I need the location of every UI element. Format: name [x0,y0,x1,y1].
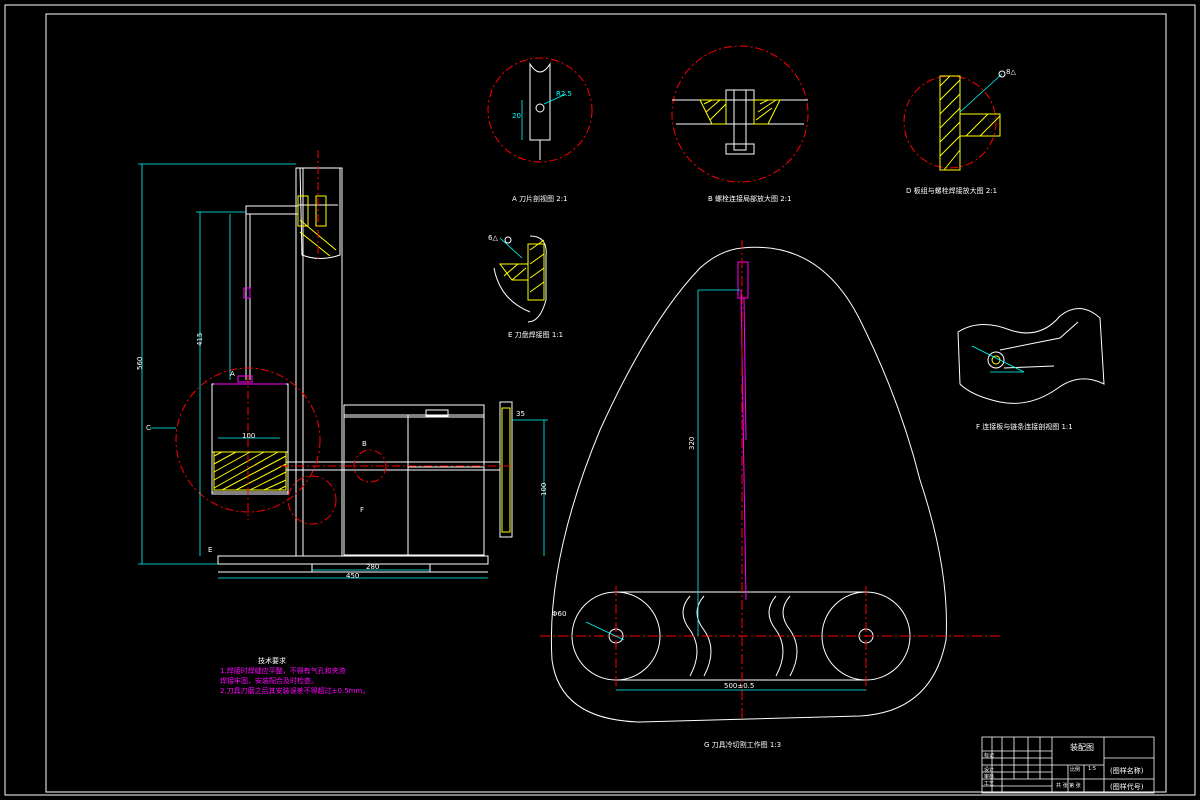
caption-view-b: B 螺栓连接局部放大图 2:1 [708,195,792,203]
main-label-e: E [208,546,213,554]
title-scale-value: 1:5 [1088,766,1097,772]
detail-d-view [903,70,1006,171]
caption-view-d: D 板组与螺栓焊接放大图 2:1 [906,187,998,195]
detail-e-view [493,235,547,323]
view-a-radius: R2.5 [556,90,572,98]
drawing-frame [4,4,1196,796]
main-label-b: B [362,440,367,448]
title-row-label-2: 设计 [984,767,995,773]
detail-f-view [957,308,1105,404]
title-school: (图样名称) [1110,767,1144,775]
caption-view-f: F 连接板与链条连接剖视图 1:1 [976,423,1073,431]
view-e-weld: 6△ [488,234,498,242]
title-row-label-1: 标记 [984,753,995,759]
main-dim-offset: 35 [516,410,525,418]
main-dim-arm-height: 415 [196,332,204,346]
main-dim-overall-height: 560 [136,356,144,370]
notes-title: 技术要求 [258,657,286,665]
view-a-height: 20 [512,112,521,120]
main-dim-blade: 100 [242,432,256,440]
main-assembly-view [138,150,548,579]
title-row-label-4: 工艺 [984,781,995,787]
view-g-height: 320 [688,436,696,450]
title-block-grid [981,736,1155,794]
main-dim-motor: 100 [540,482,548,496]
title-row-label-3: 审核 [984,774,995,780]
view-g-diameter: Φ60 [552,610,567,618]
main-dim-base-width: 450 [346,572,360,580]
detail-a-view [487,57,593,163]
title-scale-label: 比例 [1070,767,1081,773]
caption-view-e: E 刀盘焊接图 1:1 [508,331,564,339]
title-drawing-name: 装配图 [1070,743,1094,752]
caption-view-g: G 刀具冷切割工作图 1:3 [704,741,782,749]
main-dim-base-inner: 280 [366,563,380,571]
caption-view-a: A 刀片剖视图 2:1 [512,195,568,203]
notes-line-3: 2.刀具刃磨之后其安装误差不得超过±0.5mm。 [220,687,370,695]
view-g-center-distance: 500±0.5 [724,682,755,690]
detail-b-view [671,45,809,183]
notes-line-1: 1.焊接时焊缝应平整，不得有气孔和夹渣 [220,667,346,675]
technical-notes: 技术要求 1.焊接时焊缝应平整，不得有气孔和夹渣 焊接牢固，安装配合及时检查。 … [220,656,369,696]
main-label-f: F [360,506,365,514]
title-code: (图样代号) [1110,783,1144,791]
title-sheet: 共 张 第 张 [1056,783,1081,789]
main-label-c: C [146,424,151,432]
notes-line-2: 焊接牢固，安装配合及时检查。 [220,677,318,685]
main-label-a: A [230,370,235,378]
detail-g-view [540,240,1000,723]
view-d-weld: 8△ [1006,68,1016,76]
